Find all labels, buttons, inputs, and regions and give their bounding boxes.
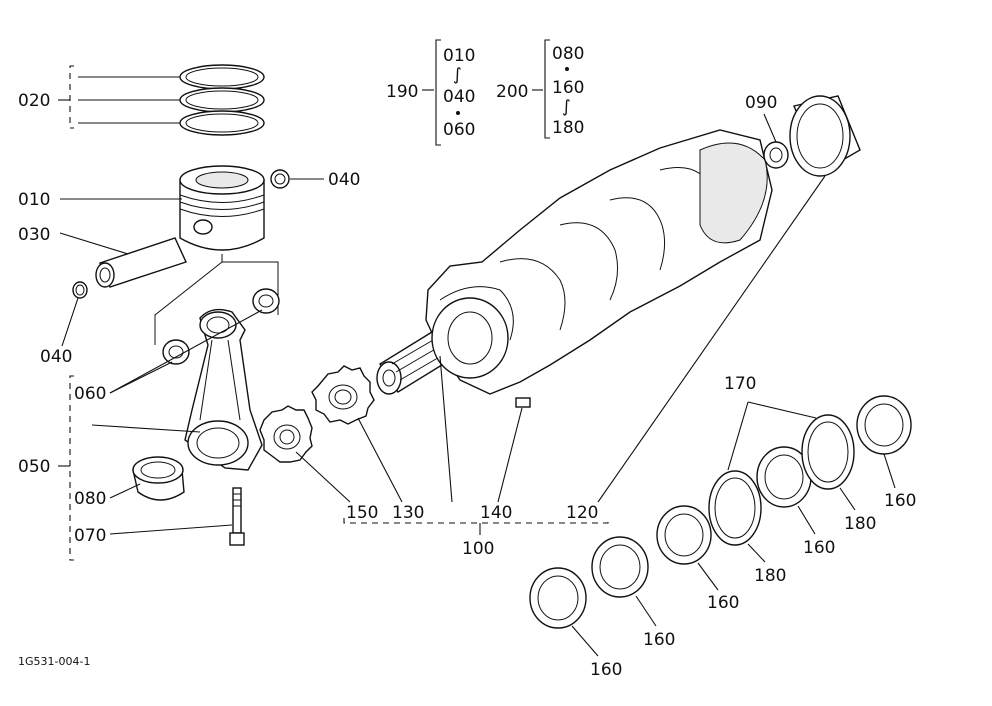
crankshaft: [376, 129, 773, 408]
main-bearing-3: [656, 505, 712, 565]
drawing-reference-code: 1G531-004-1: [18, 655, 90, 668]
label-160-b: 160: [643, 630, 675, 650]
group-190-dot: [456, 111, 460, 115]
label-180-b: 180: [844, 514, 876, 534]
oil-pump-drive-gear: [259, 405, 313, 463]
leader-lines: [58, 39, 896, 657]
label-190: 190: [386, 82, 418, 102]
crankpin-bearing: [132, 456, 185, 501]
pilot-bearing: [763, 141, 789, 169]
group-200-range: 080 160 ∫ 180: [552, 44, 584, 138]
main-bearing-2: [591, 536, 649, 598]
label-180-a: 180: [754, 566, 786, 586]
small-end-bushings: [162, 288, 280, 365]
label-040-right: 040: [328, 170, 360, 190]
main-bearing-5: [856, 395, 912, 455]
group-190-last: 060: [443, 120, 475, 140]
snap-ring-right: [270, 169, 290, 189]
label-150: 150: [346, 503, 378, 523]
label-160-d: 160: [803, 538, 835, 558]
label-200: 200: [496, 82, 528, 102]
label-170: 170: [724, 374, 756, 394]
label-020: 020: [18, 91, 50, 111]
group-190-range-mark: ∫: [453, 65, 462, 85]
piston-rings: [179, 64, 265, 136]
thrust-washer-1: [708, 470, 762, 546]
group-200-first: 080: [552, 44, 584, 64]
piston-rod-link-line-2: [154, 261, 223, 345]
part-number-labels: 020 010 030 040 040 060 050 080 070 150 …: [18, 82, 916, 680]
label-040-left: 040: [40, 347, 72, 367]
group-190-first: 010: [443, 46, 475, 66]
group-200-middle: 160: [552, 78, 584, 98]
group-200-range-mark: ∫: [562, 97, 571, 117]
label-160-e: 160: [884, 491, 916, 511]
label-050: 050: [18, 457, 50, 477]
group-190-middle: 040: [443, 87, 475, 107]
group-190-range: 010 ∫ 040 060: [443, 46, 475, 140]
label-080: 080: [74, 489, 106, 509]
crank-gear: [311, 365, 375, 425]
label-060: 060: [74, 384, 106, 404]
crankshaft-bushing: [789, 95, 861, 177]
label-130: 130: [392, 503, 424, 523]
label-120: 120: [566, 503, 598, 523]
group-200-dot: [565, 67, 569, 71]
snap-ring-left: [72, 281, 88, 299]
label-070: 070: [74, 526, 106, 546]
connecting-rod: [184, 308, 263, 471]
label-010: 010: [18, 190, 50, 210]
piston: [179, 165, 265, 251]
label-160-a: 160: [590, 660, 622, 680]
label-160-c: 160: [707, 593, 739, 613]
label-100: 100: [462, 539, 494, 559]
group-200-last: 180: [552, 118, 584, 138]
connecting-rod-bolt: [229, 487, 245, 546]
label-140: 140: [480, 503, 512, 523]
label-030: 030: [18, 225, 50, 245]
main-bearing-1: [529, 567, 587, 629]
piston-rod-link-line: [221, 254, 279, 315]
thrust-washer-2: [801, 414, 855, 490]
label-090: 090: [745, 93, 777, 113]
piston-pin: [95, 237, 187, 288]
